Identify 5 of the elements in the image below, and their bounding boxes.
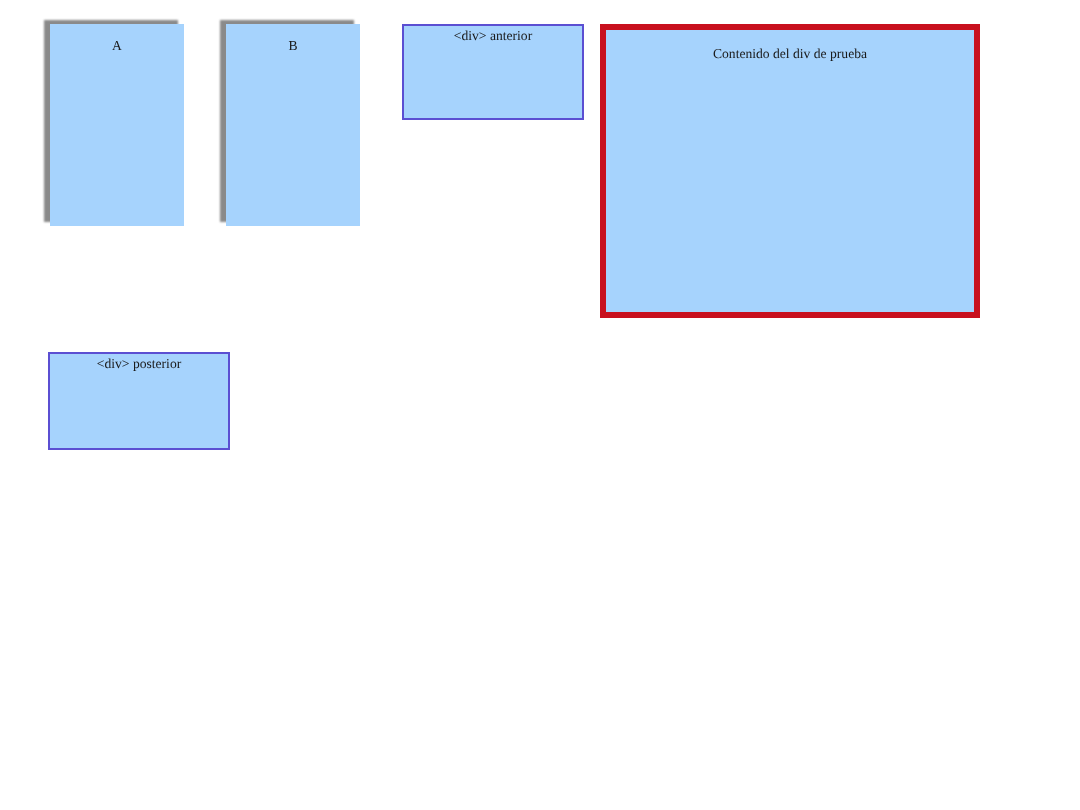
shadowed-box [226,24,360,226]
highlighted-box [600,24,980,318]
outlined-box [402,24,584,120]
shadowed-box [50,24,184,226]
outlined-box [48,352,230,450]
